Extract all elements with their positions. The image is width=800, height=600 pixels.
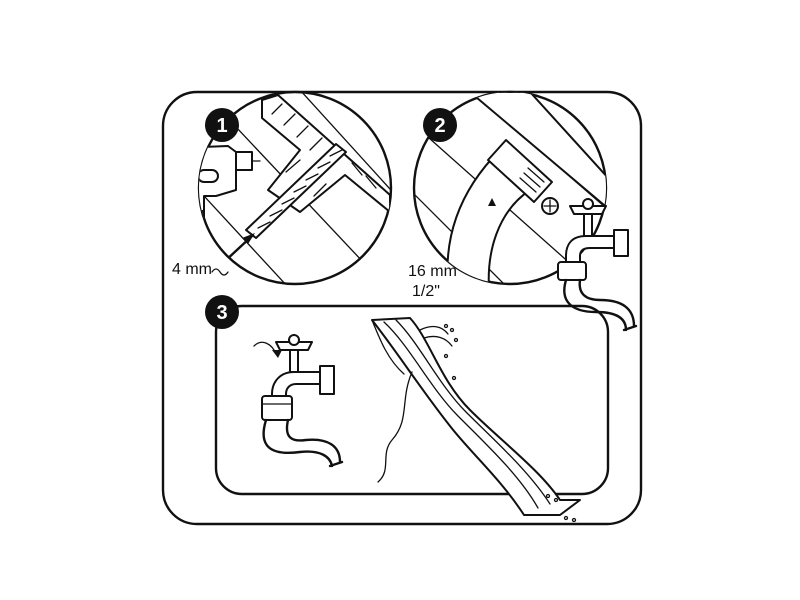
hose-size-metric-label: 16 mm: [408, 263, 457, 280]
step-2-badge: 2: [423, 108, 457, 142]
slide-hose: [377, 371, 413, 483]
water-spray: [419, 323, 577, 523]
drill-size-label: 4 mm: [172, 261, 212, 278]
flow-arrow: [488, 198, 496, 206]
drill-size-leader: [211, 268, 229, 276]
svg-text:1: 1: [216, 115, 227, 137]
slide-rail-band: [469, 92, 606, 211]
water-slide: [371, 317, 581, 523]
faucet-on: [253, 334, 344, 468]
garden-hose: [446, 149, 531, 284]
step-3-panel: [214, 304, 610, 523]
svg-text:2: 2: [434, 115, 445, 137]
turn-handle-arrow: [253, 341, 277, 355]
step-2-panel: 16 mm 1/2": [408, 90, 638, 332]
step-1-badge: 1: [205, 108, 239, 142]
hose-size-imperial-label: 1/2": [412, 283, 440, 300]
hose-clamp: [487, 139, 559, 215]
drill-bit: [245, 143, 347, 239]
outer-frame: [161, 90, 643, 526]
step-1-panel: 4 mm: [172, 90, 393, 286]
step-3-frame: [214, 304, 610, 496]
step-3-badge: 3: [205, 295, 239, 329]
outdoor-faucet: [557, 198, 638, 332]
svg-text:3: 3: [216, 302, 227, 324]
